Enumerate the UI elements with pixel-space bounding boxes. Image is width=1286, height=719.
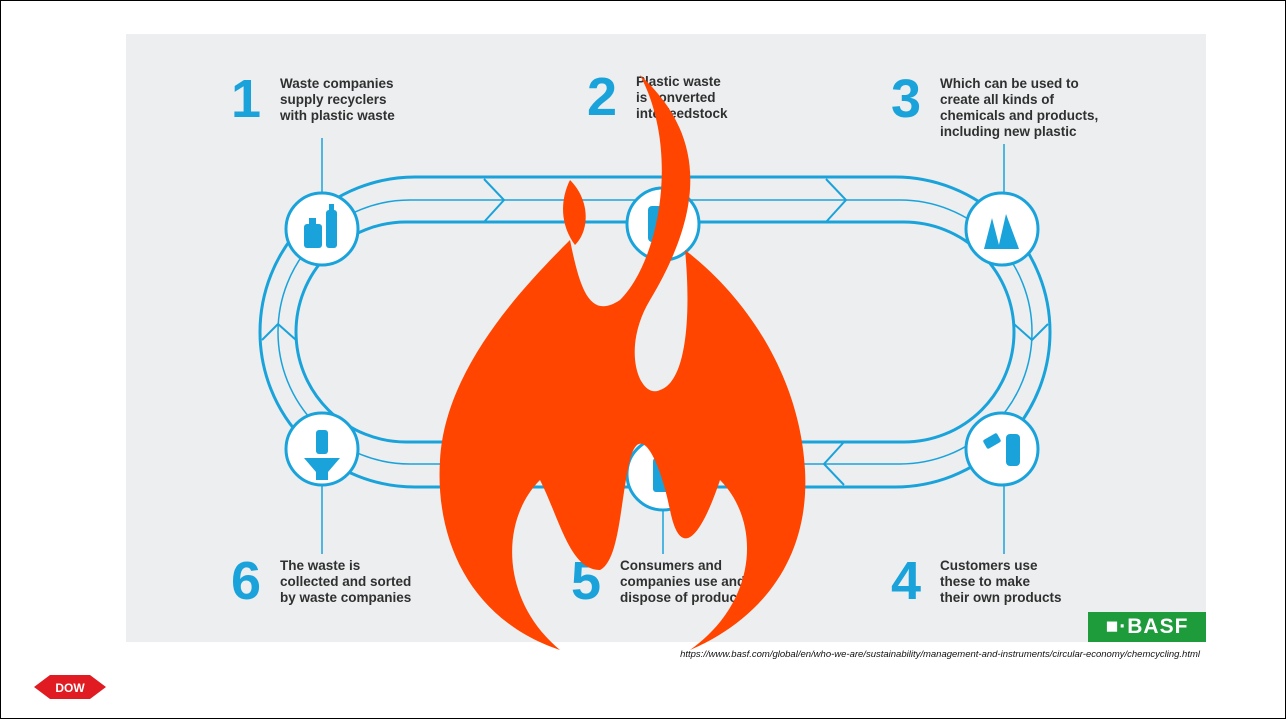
- chevron-right: [1013, 323, 1049, 342]
- dow-logo-text: DOW: [55, 681, 85, 695]
- chevron-left: [261, 322, 297, 341]
- step-4-text: Customers use these to make their own pr…: [940, 558, 1062, 605]
- chemical-bags-icon: [964, 191, 1040, 267]
- step-6-number: 6: [230, 551, 262, 611]
- step-2-number: 2: [586, 67, 618, 127]
- circular-loop-diagram: [258, 134, 1052, 554]
- step-6: 6 The waste is collected and sorted by w…: [226, 551, 412, 611]
- source-url[interactable]: https://www.basf.com/global/en/who-we-ar…: [680, 649, 1200, 660]
- step-4-number: 4: [890, 551, 922, 611]
- dow-logo: DOW: [34, 675, 106, 699]
- step-3: 3 Which can be used to create all kinds …: [886, 69, 1099, 140]
- chevron-top-2: [825, 178, 848, 223]
- chevron-bottom-1: [822, 441, 845, 486]
- chevron-top-1: [483, 178, 506, 223]
- step-4: 4 Customers use these to make their own …: [886, 551, 1062, 611]
- step-6-text: The waste is collected and sorted by was…: [280, 558, 412, 605]
- step-1-text: Waste companies supply recyclers with pl…: [280, 76, 395, 123]
- step-1: 1 Waste companies supply recyclers with …: [226, 69, 395, 129]
- step-5-text: Consumers and companies use and dispose …: [620, 558, 750, 605]
- basf-logo: ■·BASF: [1088, 612, 1206, 642]
- step-1-number: 1: [230, 69, 262, 129]
- step-3-text: Which can be used to create all kinds of…: [940, 76, 1099, 139]
- bottle-with-tag-icon: [964, 411, 1040, 487]
- step-3-number: 3: [890, 69, 922, 129]
